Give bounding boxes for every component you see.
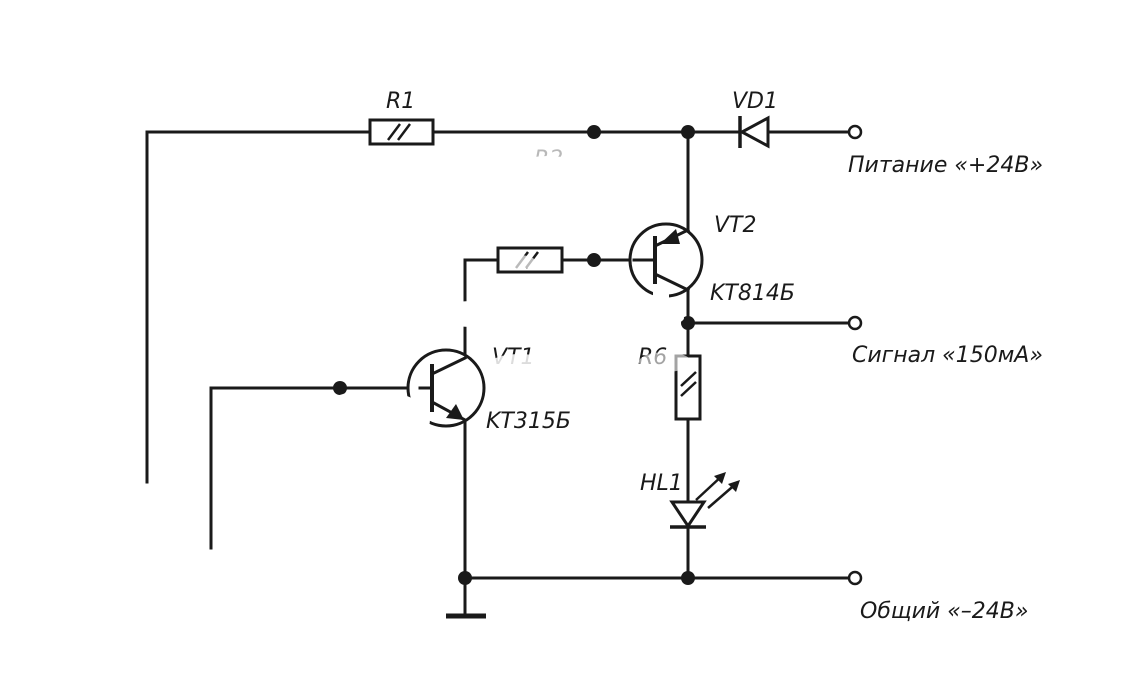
label-vt2: VT2: [714, 213, 757, 238]
wire-left-input: [145, 130, 372, 484]
transistor-vt2: [628, 222, 704, 298]
resistor-r1: [368, 118, 435, 146]
common-terminal: [847, 570, 863, 586]
erased-areas: [312, 156, 691, 656]
label-signal-terminal: Сигнал «150мА»: [852, 343, 1043, 368]
junction-dot: [333, 381, 347, 395]
label-r1: R1: [386, 89, 415, 114]
junction-dot: [681, 571, 695, 585]
label-vd1: VD1: [732, 89, 778, 114]
junction-dot: [681, 316, 695, 330]
label-vt1-type: KT315Б: [486, 409, 571, 434]
transistor-vt1: [406, 348, 486, 428]
power-terminal: [847, 124, 863, 140]
junctions: [333, 125, 695, 585]
label-common-terminal: Общий «–24В»: [860, 599, 1028, 624]
junction-dot: [458, 571, 472, 585]
wire-vt1-base: [209, 386, 422, 550]
label-vt2-type: KT814Б: [710, 281, 795, 306]
label-hl1: HL1: [640, 471, 683, 496]
junction-dot: [681, 125, 695, 139]
wires: [145, 130, 850, 614]
label-power-terminal: Питание «+24В»: [848, 153, 1043, 178]
junction-dot: [587, 125, 601, 139]
junction-dot: [587, 253, 601, 267]
diode-vd1: [738, 115, 770, 149]
led-hl1: [669, 472, 740, 529]
signal-terminal: [847, 315, 863, 331]
